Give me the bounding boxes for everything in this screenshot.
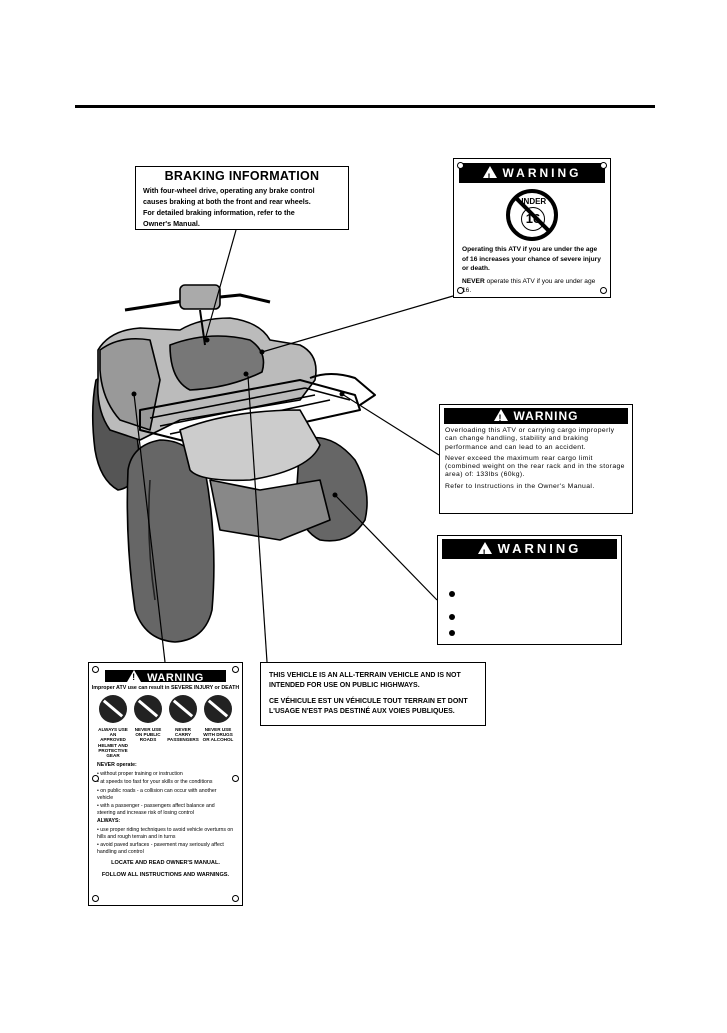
mounting-hole	[600, 287, 607, 294]
footer-line: LOCATE AND READ OWNER'S MANUAL.	[111, 860, 220, 867]
pictogram-caption: NEVER USE ON PUBLIC ROADS	[134, 727, 162, 743]
notice-line: THIS VEHICLE IS AN ALL-TERRAIN VEHICLE A…	[269, 672, 461, 679]
notice-line: CE VÉHICULE EST UN VÉHICULE TOUT TERRAIN…	[269, 698, 468, 705]
symbol-under-text: UNDER	[517, 197, 547, 206]
bullet-icon	[449, 630, 455, 636]
warning-header: WARNING	[442, 539, 617, 563]
no-roads-icon	[134, 695, 162, 723]
pictogram-caption: ALWAYS USE AN APPROVED HELMET AND PROTEC…	[98, 727, 128, 759]
braking-line: causes braking at both the front and rea…	[143, 197, 311, 206]
mounting-hole	[232, 666, 239, 673]
mounting-hole	[457, 287, 464, 294]
never-item: • without proper training or instruction	[97, 770, 183, 777]
cargo-paragraph: Overloading this ATV or carrying cargo i…	[445, 427, 615, 451]
age-warning-label: WARNING UNDER 16 Operating this ATV if y…	[453, 158, 611, 298]
always-item: • use proper riding techniques to avoid …	[97, 826, 234, 840]
main-warning-label: WARNING Improper ATV use can result in S…	[88, 662, 243, 906]
braking-line: With four-wheel drive, operating any bra…	[143, 186, 315, 195]
mounting-hole	[92, 775, 99, 782]
helmet-icon	[99, 695, 127, 723]
cargo-paragraph: Refer to Instructions in the Owner's Man…	[445, 482, 595, 490]
off-road-notice-label: THIS VEHICLE IS AN ALL-TERRAIN VEHICLE A…	[260, 662, 486, 726]
notice-line: L'USAGE N'EST PAS DESTINÉ AUX VOIES PUBL…	[269, 708, 455, 715]
cargo-paragraph: Never exceed the maximum rear cargo limi…	[445, 454, 625, 479]
no-alcohol-icon	[204, 695, 232, 723]
pictogram-row: ALWAYS USE AN APPROVED HELMET AND PROTEC…	[89, 695, 242, 758]
never-item: • with a passenger - passengers affect b…	[97, 803, 215, 816]
mounting-hole	[92, 666, 99, 673]
mounting-hole	[457, 162, 464, 169]
never-heading: NEVER operate:	[97, 762, 137, 769]
mounting-hole	[232, 895, 239, 902]
notice-line: INTENDED FOR USE ON PUBLIC HIGHWAYS.	[269, 682, 420, 689]
age-warning-text: Operating this ATV if you are under the …	[462, 246, 601, 272]
braking-line: For detailed braking information, refer …	[143, 208, 295, 217]
warning-header: WARNING	[105, 670, 226, 684]
warning-heading: WARNING	[147, 672, 204, 684]
main-subheading: Improper ATV use can result in SEVERE IN…	[91, 685, 240, 691]
age-never-text: operate this ATV if you are under age 16…	[462, 277, 596, 295]
always-heading: ALWAYS:	[97, 818, 121, 825]
mounting-hole	[92, 895, 99, 902]
braking-info-label: BRAKING INFORMATION With four-wheel driv…	[135, 166, 349, 230]
pictogram-caption: NEVER USE WITH DRUGS OR ALCOHOL	[202, 727, 234, 743]
always-item: • avoid paved surfaces - pavement may se…	[97, 842, 224, 855]
pictogram-caption: NEVER CARRY PASSENGERS	[167, 727, 199, 743]
cargo-warning-label: WARNING Overloading this ATV or carrying…	[439, 404, 633, 514]
braking-title: BRAKING INFORMATION	[164, 169, 320, 183]
never-word: NEVER	[462, 277, 485, 285]
warning-heading: WARNING	[497, 541, 582, 556]
warning-triangle-icon	[493, 409, 508, 426]
blank-warning-label: WARNING	[437, 535, 622, 645]
mounting-hole	[232, 775, 239, 782]
braking-line: Owner's Manual.	[143, 219, 200, 228]
warning-heading: WARNING	[502, 166, 582, 180]
symbol-number: 16	[521, 207, 545, 231]
never-item: • at speeds too fast for your skills or …	[97, 779, 213, 786]
warning-header: WARNING	[444, 408, 628, 426]
mounting-hole	[600, 162, 607, 169]
footer-line: FOLLOW ALL INSTRUCTIONS AND WARNINGS.	[101, 871, 230, 878]
warning-heading: WARNING	[513, 409, 579, 423]
warning-triangle-icon	[127, 670, 142, 683]
header-rule	[75, 105, 655, 108]
warning-header: WARNING	[459, 163, 605, 187]
warning-triangle-icon	[477, 542, 492, 563]
bullet-icon	[449, 614, 455, 620]
bullet-icon	[449, 591, 455, 597]
warning-triangle-icon	[482, 166, 497, 187]
under-16-prohibition-icon: UNDER 16	[506, 189, 558, 241]
no-passengers-icon	[169, 695, 197, 723]
never-item: • on public roads - a collision can occu…	[97, 788, 217, 801]
